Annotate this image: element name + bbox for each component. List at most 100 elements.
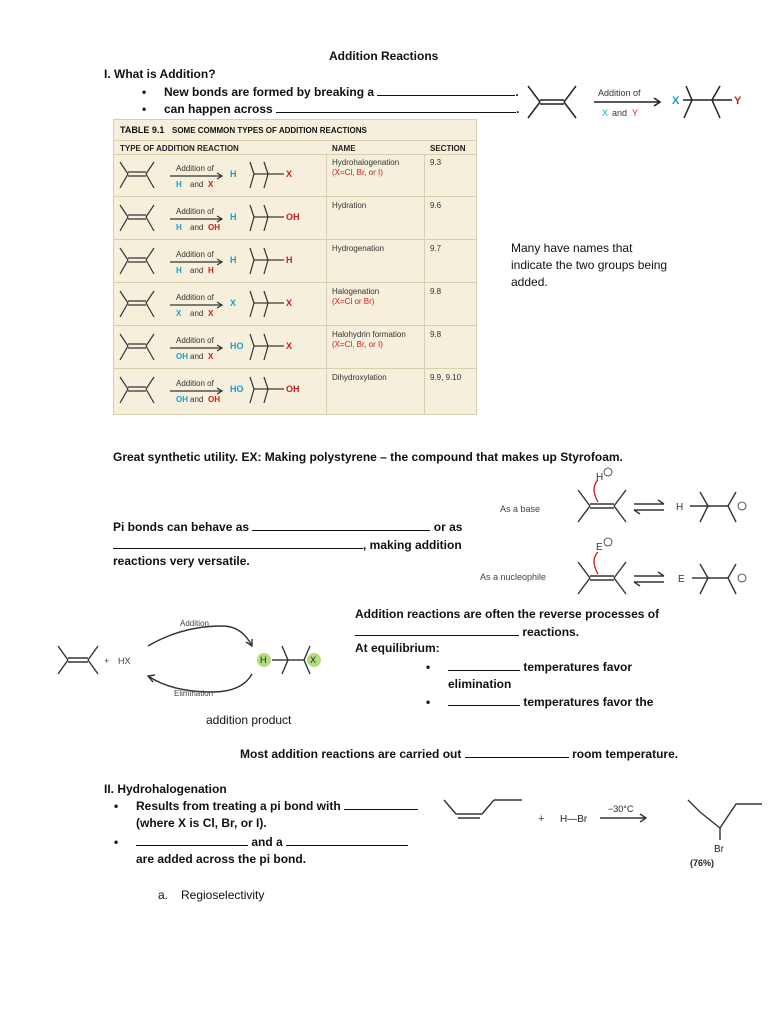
row-arrow-g2: OH: [208, 223, 220, 232]
row-arrow-and: and: [190, 180, 203, 189]
section1-bullet-1: New bonds are formed by breaking a .: [142, 84, 519, 100]
reverse-line-1: Addition reactions are often the reverse…: [355, 607, 660, 621]
cycle-hx: HX: [118, 656, 131, 666]
pi-bonds-line-2: , making addition: [113, 537, 462, 553]
row-right-group: H: [286, 255, 293, 265]
scheme-arrow-y: Y: [632, 108, 638, 118]
row-arrow-g1: H: [176, 266, 182, 275]
pi-bond-behaviour-figure: As a base As a nucleophile H E H E: [478, 466, 762, 606]
row-name: Hydration: [332, 201, 367, 210]
pi-bonds-line-1: Pi bonds can behave as or as: [113, 520, 463, 534]
row-arrow-top: Addition of: [176, 207, 215, 216]
row-left-group: HO: [230, 341, 244, 351]
reactions-table: TABLE 9.1 SOME COMMON TYPES OF ADDITION …: [113, 119, 477, 415]
row-section: 9.9, 9.10: [430, 373, 462, 382]
regio-text: Regioselectivity: [181, 888, 265, 902]
hbr-plus: +: [538, 813, 544, 825]
row-arrow-g1: X: [176, 309, 182, 318]
regio-letter: a.: [158, 888, 169, 902]
row-left-group: H: [230, 255, 237, 265]
hbr-br: Br: [714, 844, 725, 855]
col-section: SECTION: [430, 144, 466, 153]
row-section: 9.8: [430, 330, 442, 339]
base-product-h: H: [676, 502, 683, 513]
row-right-group: X: [286, 298, 292, 308]
row-arrow-g1: OH: [176, 395, 188, 404]
row-arrow-g1: H: [176, 223, 182, 232]
row-arrow-g2: X: [208, 309, 214, 318]
row-arrow-top: Addition of: [176, 164, 215, 173]
cycle-addition: Addition: [180, 619, 209, 628]
row-arrow-and: and: [190, 352, 203, 361]
row-section: 9.3: [430, 158, 442, 167]
scheme-y: Y: [734, 95, 742, 107]
row-section: 9.8: [430, 287, 442, 296]
room-temperature-line: Most addition reactions are carried out …: [240, 747, 679, 761]
row-right-group: OH: [286, 212, 300, 222]
row-note: (X=Cl, Br, or I): [332, 168, 383, 177]
hbr-conditions: −30°C: [608, 804, 634, 814]
row-arrow-g2: X: [208, 352, 214, 361]
addition-elimination-figure: + HX Addition Elimination H X: [52, 616, 332, 700]
col-name: NAME: [332, 144, 356, 153]
row-left-group: HO: [230, 384, 244, 394]
base-h: H: [596, 472, 603, 483]
hbr-reaction-figure: + H—Br −30°C Br (76%): [440, 790, 766, 870]
section2-heading: II. Hydrohalogenation: [104, 782, 227, 796]
row-arrow-g2: X: [208, 180, 214, 189]
row-arrow-and: and: [190, 266, 203, 275]
scheme-arrow-and: and: [612, 108, 627, 118]
row-arrow-top: Addition of: [176, 293, 215, 302]
row-arrow-g1: OH: [176, 352, 188, 361]
cycle-elimination: Elimination: [174, 689, 213, 698]
scheme-arrow-top: Addition of: [598, 88, 641, 98]
scheme-x: X: [672, 95, 680, 107]
cycle-h: H: [260, 655, 267, 665]
row-section: 9.7: [430, 244, 442, 253]
row-arrow-top: Addition of: [176, 379, 215, 388]
col-type: TYPE OF ADDITION REACTION: [120, 144, 239, 153]
row-right-group: OH: [286, 384, 300, 394]
section2-bullet-2-cont: are added across the pi bond.: [136, 852, 307, 866]
row-arrow-and: and: [190, 223, 203, 232]
cycle-x: X: [310, 655, 316, 665]
row-right-group: X: [286, 169, 292, 179]
nuc-e: E: [596, 542, 603, 553]
row-name: Hydrohalogenation: [332, 158, 400, 167]
equilibrium-bullet-2: temperatures favor the: [426, 694, 653, 710]
row-arrow-top: Addition of: [176, 336, 215, 345]
pi-bonds-line-3: reactions very versatile.: [113, 554, 250, 568]
row-left-group: H: [230, 169, 237, 179]
row-arrow-top: Addition of: [176, 250, 215, 259]
side-note: Many have names that indicate the two gr…: [511, 241, 668, 289]
as-nucleophile-label: As a nucleophile: [480, 572, 547, 582]
row-arrow-g2: H: [208, 266, 214, 275]
row-arrow-and: and: [190, 309, 203, 318]
section2-bullet-1: Results from treating a pi bond with: [114, 798, 419, 814]
reverse-line-2: reactions.: [355, 624, 579, 640]
row-left-group: H: [230, 212, 237, 222]
row-arrow-and: and: [190, 395, 203, 404]
section1-heading: I. What is Addition?: [104, 67, 216, 81]
section1-bullet-2: can happen across .: [142, 101, 519, 117]
cycle-plus: +: [104, 656, 109, 666]
nuc-product-e: E: [678, 574, 685, 585]
row-arrow-g2: OH: [208, 395, 220, 404]
row-note: (X=Cl, Br, or I): [332, 340, 383, 349]
as-base-label: As a base: [500, 504, 541, 514]
equilibrium-bullet-1-cont: elimination: [448, 677, 512, 691]
addition-product-label: addition product: [206, 713, 292, 727]
addition-scheme-figure: Addition of X and Y X Y: [527, 85, 742, 119]
row-name: Hydrogenation: [332, 244, 385, 253]
table-label: TABLE 9.1: [120, 125, 165, 135]
row-name: Halohydrin formation: [332, 330, 406, 339]
page-title: Addition Reactions: [329, 49, 439, 63]
section2-bullet-2: and a: [114, 834, 409, 850]
equilibrium-bullet-1: temperatures favor: [426, 659, 632, 675]
row-left-group: X: [230, 298, 236, 308]
